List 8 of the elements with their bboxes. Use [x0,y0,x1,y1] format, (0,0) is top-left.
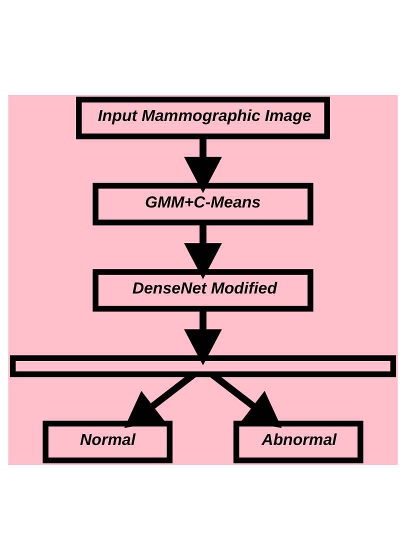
node-box: GMM+C-Means [92,182,314,225]
node-box: DenseNet Modified [92,268,314,312]
node-box: Input Mammographic Image [76,96,330,139]
node-box: Abnormal [233,420,364,463]
node-bar [10,354,396,377]
arrow [184,222,222,279]
arrow [184,136,222,193]
node-box: Normal [42,420,173,463]
